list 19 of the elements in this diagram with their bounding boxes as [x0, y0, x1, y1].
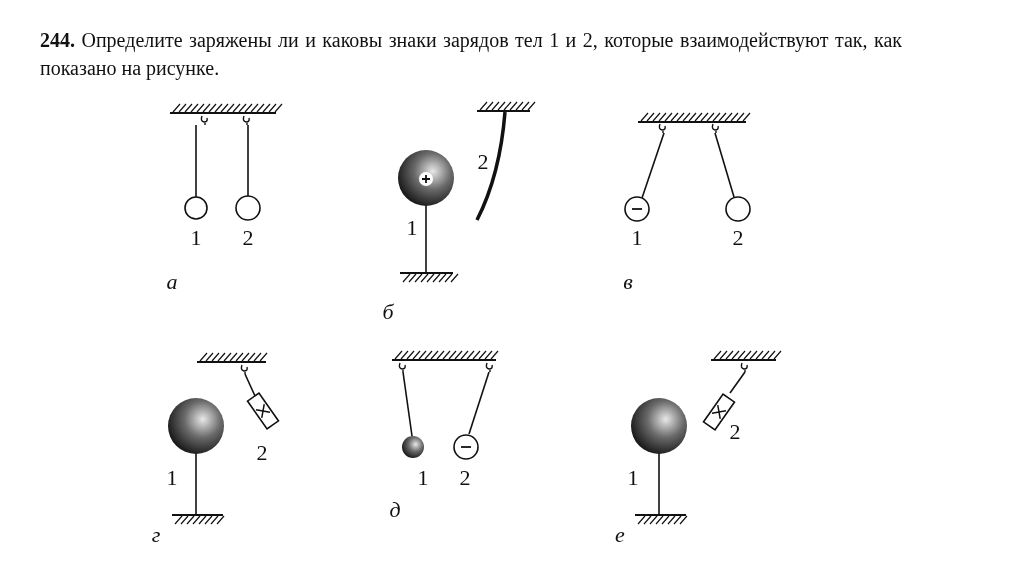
- panel-letter: а: [166, 270, 178, 294]
- body-number: 1: [190, 226, 202, 250]
- body-number: 2: [729, 420, 741, 444]
- body-number: 1: [406, 216, 418, 240]
- body-number: 1: [166, 466, 178, 490]
- problem-text: 244. Определите заряжены ли и каковы знаки зарядов тел 1 и 2, которые взаимодействуют так, как показано на рисунке.: [40, 28, 902, 82]
- body-number: 1: [631, 226, 643, 250]
- panel-letter: г: [151, 523, 161, 547]
- panel-letter: е: [615, 523, 625, 547]
- panel-letter: в: [623, 270, 633, 294]
- body-number: 2: [732, 226, 744, 250]
- body-number: 2: [256, 441, 268, 465]
- body-number: 2: [477, 150, 489, 174]
- body-number: 2: [242, 226, 254, 250]
- panel-letter: б: [382, 300, 394, 324]
- body-number: 1: [417, 466, 429, 490]
- body-number: 1: [627, 466, 639, 490]
- body-number: 2: [459, 466, 471, 490]
- panel-letter: д: [389, 498, 401, 522]
